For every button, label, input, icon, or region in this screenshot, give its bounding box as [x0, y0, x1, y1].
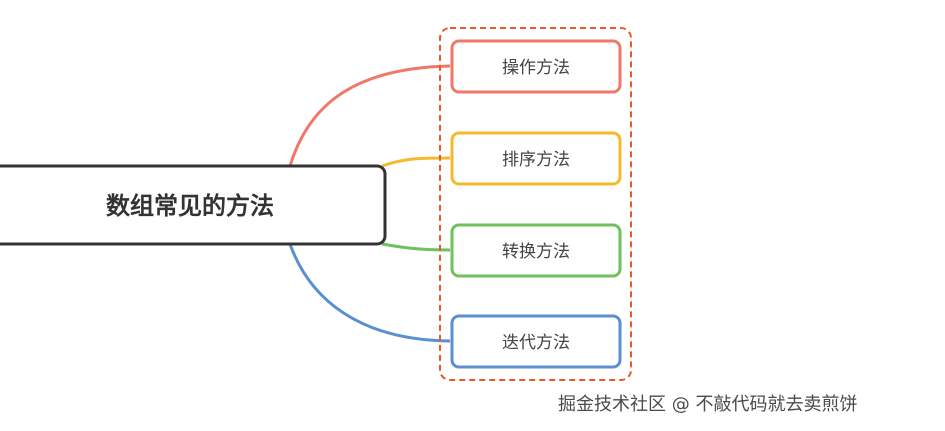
- edge-iterate: [288, 243, 451, 343]
- root-node[interactable]: [0, 164, 387, 246]
- child-node-iterate[interactable]: [450, 314, 622, 369]
- edge-operate: [288, 64, 451, 167]
- child-node-sort-label: 排序方法: [502, 150, 570, 170]
- child-node-operate-label: 操作方法: [502, 58, 570, 78]
- watermark-text: 掘金技术社区 @ 不敲代码就去卖煎饼: [558, 394, 858, 415]
- group-dashed-border: [439, 27, 632, 381]
- child-node-operate[interactable]: [450, 39, 622, 94]
- child-node-iterate-label: 迭代方法: [502, 333, 570, 353]
- edge-sort: [381, 156, 451, 168]
- child-node-sort[interactable]: [450, 131, 622, 186]
- root-node-label: 数组常见的方法: [106, 192, 274, 220]
- child-node-convert-label: 转换方法: [502, 242, 570, 262]
- edge-convert: [381, 242, 451, 252]
- child-node-convert[interactable]: [450, 223, 622, 278]
